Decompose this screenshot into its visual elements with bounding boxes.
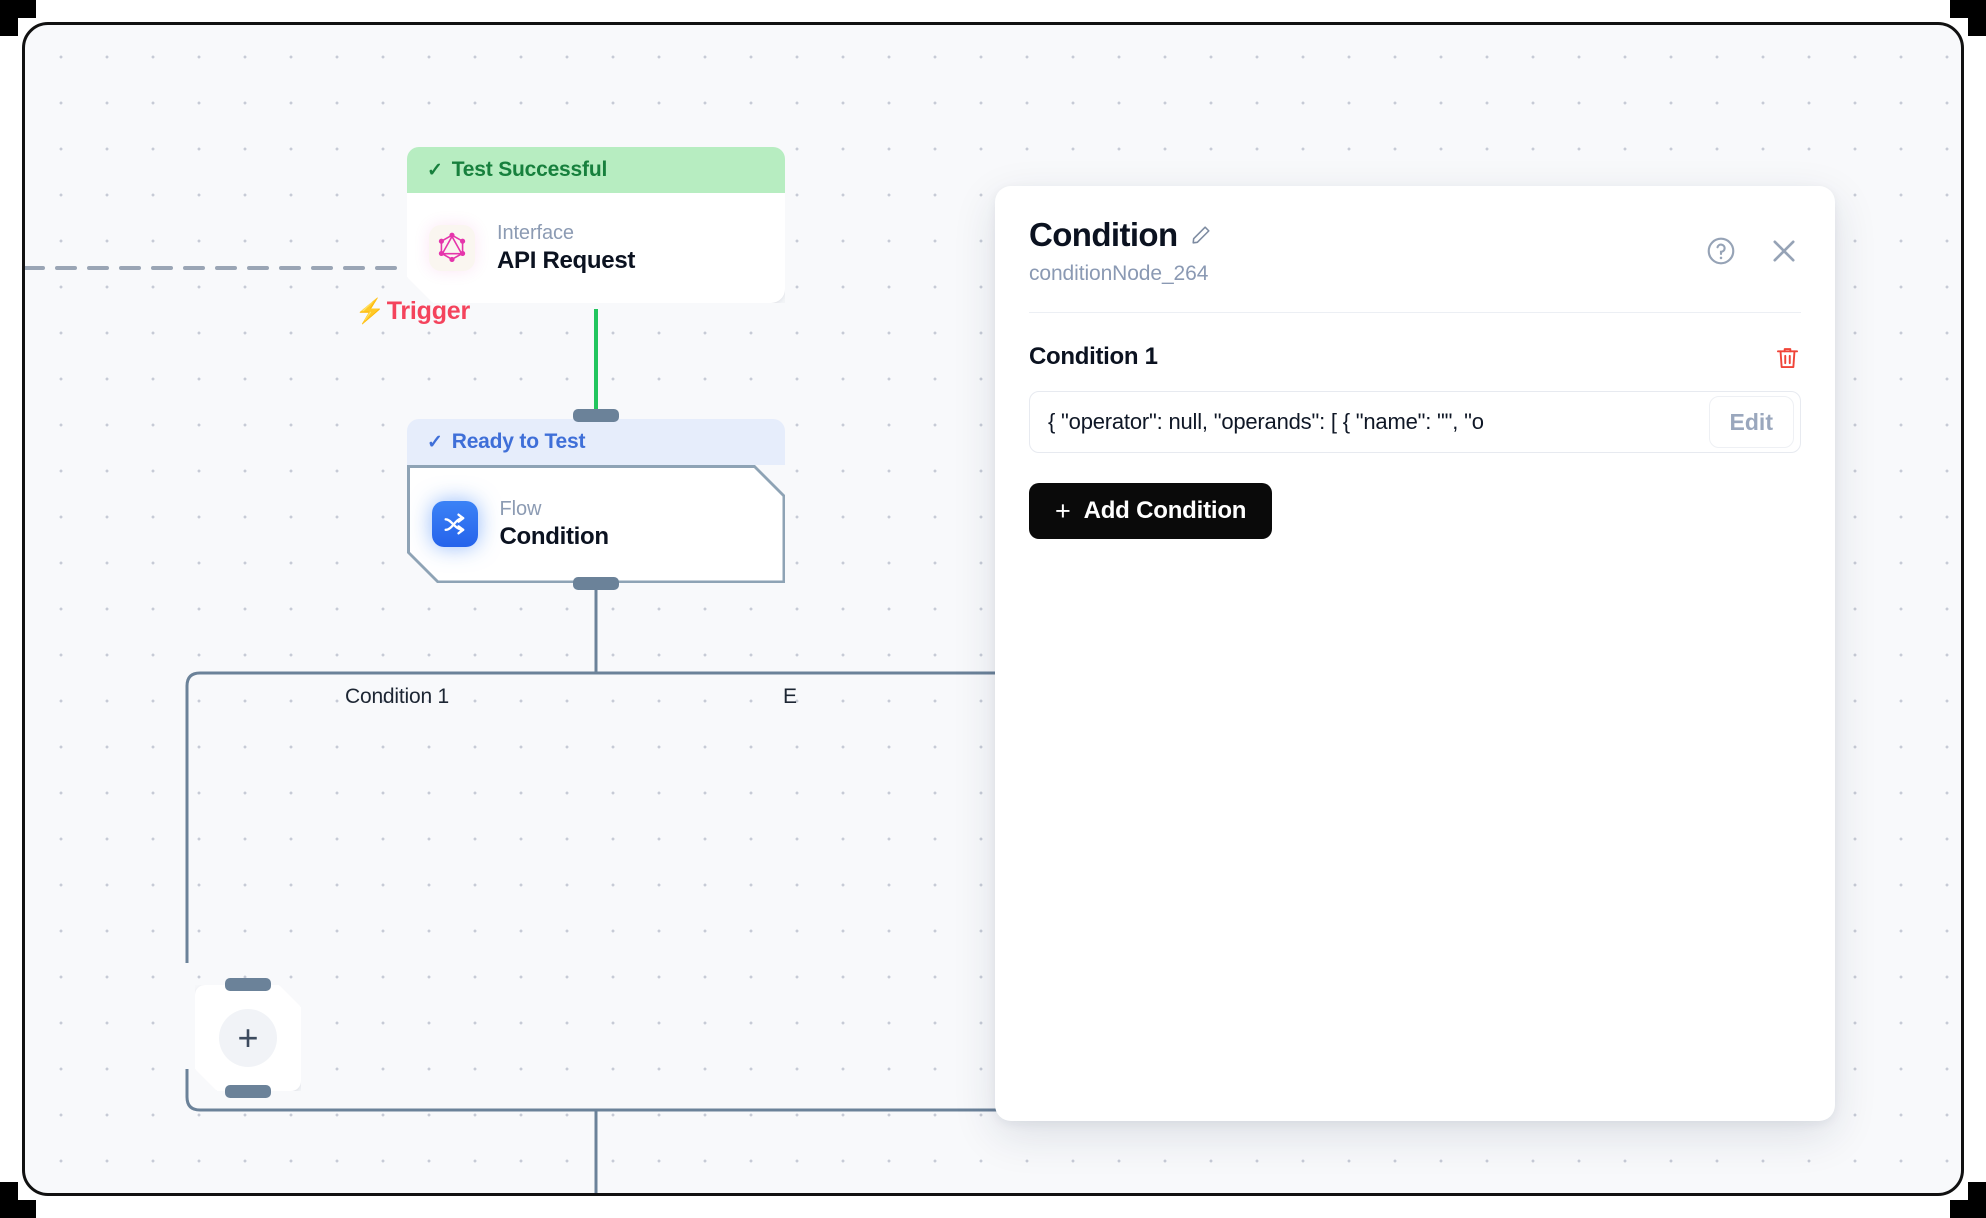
trash-icon[interactable] bbox=[1774, 344, 1801, 371]
corner-bracket-top-left bbox=[0, 0, 36, 36]
node-output-handle[interactable] bbox=[225, 1085, 271, 1098]
node-status-banner-success: ✓ Test Successful bbox=[407, 147, 785, 193]
condition-section-header: Condition 1 bbox=[1029, 343, 1801, 371]
condition-label: Condition 1 bbox=[1029, 343, 1158, 370]
node-kind-label: Interface bbox=[497, 221, 574, 244]
node-condition[interactable]: ✓ Ready to Test Flow Condi bbox=[407, 409, 785, 590]
node-api-request[interactable]: ✓ Test Successful bbox=[407, 147, 785, 432]
node-kind-label: Flow bbox=[499, 497, 542, 520]
help-circle-icon[interactable] bbox=[1705, 235, 1737, 267]
check-icon: ✓ bbox=[427, 159, 443, 181]
add-condition-button[interactable]: + Add Condition bbox=[1029, 483, 1273, 539]
close-icon[interactable] bbox=[1767, 234, 1801, 268]
add-condition-label: Add Condition bbox=[1083, 497, 1247, 524]
plus-icon: + bbox=[1055, 495, 1071, 526]
node-status-text: Test Successful bbox=[451, 158, 608, 181]
plus-icon[interactable]: + bbox=[219, 1009, 277, 1067]
panel-divider bbox=[1029, 312, 1801, 313]
node-add-step[interactable]: + bbox=[195, 978, 301, 1098]
node-status-text: Ready to Test bbox=[451, 430, 586, 453]
node-config-panel: Condition conditionNode_264 bbox=[995, 186, 1835, 1121]
node-card[interactable]: Flow Condition bbox=[407, 465, 785, 583]
corner-bracket-bottom-left bbox=[0, 1182, 36, 1218]
node-card[interactable]: Interface API Request bbox=[407, 193, 785, 303]
graphql-icon bbox=[429, 225, 475, 271]
condition-value-text: { "operator": null, "operands": [ { "nam… bbox=[1048, 409, 1484, 434]
node-title-label: Condition bbox=[499, 522, 609, 550]
node-title-label: API Request bbox=[497, 246, 636, 274]
node-input-handle[interactable] bbox=[225, 978, 271, 991]
check-icon: ✓ bbox=[427, 431, 443, 453]
trigger-label: ⚡ Trigger bbox=[355, 297, 470, 326]
edit-condition-button[interactable]: Edit bbox=[1708, 396, 1794, 448]
panel-header: Condition conditionNode_264 bbox=[1029, 216, 1801, 286]
node-status-banner-ready: ✓ Ready to Test bbox=[407, 419, 785, 465]
corner-bracket-top-right bbox=[1950, 0, 1986, 36]
node-input-handle[interactable] bbox=[573, 409, 619, 422]
condition-value-input[interactable]: { "operator": null, "operands": [ { "nam… bbox=[1029, 391, 1801, 453]
panel-title: Condition bbox=[1029, 216, 1178, 253]
panel-subtitle: conditionNode_264 bbox=[1029, 262, 1209, 285]
corner-bracket-bottom-right bbox=[1950, 1182, 1986, 1218]
edge-label-else: E bbox=[783, 685, 797, 708]
pencil-icon[interactable] bbox=[1190, 224, 1212, 246]
flow-branch-icon bbox=[432, 501, 478, 547]
edge-label-condition-1: Condition 1 bbox=[345, 685, 450, 708]
lightning-bolt-icon: ⚡ bbox=[355, 297, 385, 325]
node-output-handle[interactable] bbox=[573, 577, 619, 590]
